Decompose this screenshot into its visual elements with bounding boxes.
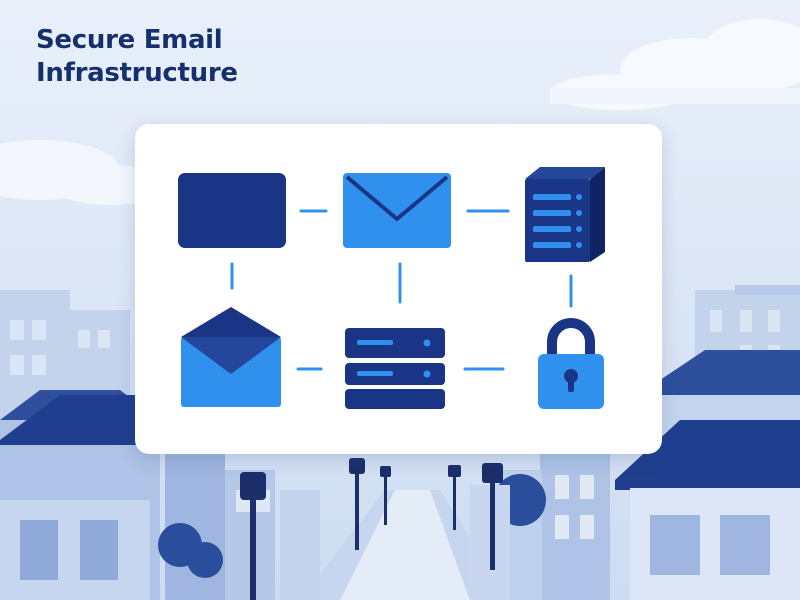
connectors [230, 209, 573, 371]
envelope-open-icon [181, 307, 281, 407]
padlock-icon [538, 318, 604, 409]
cloud-right [550, 19, 800, 110]
server-tower-icon [525, 167, 605, 262]
page-title: Secure Email Infrastructure [36, 24, 356, 90]
title-line-2: Infrastructure [36, 58, 238, 88]
window-icon [178, 173, 286, 248]
server-stack-icon [345, 328, 445, 409]
infrastructure-diagram [178, 167, 605, 409]
envelope-closed-icon [343, 173, 451, 248]
infrastructure-card [135, 124, 662, 454]
street-lamps [240, 458, 503, 600]
right-houses [470, 350, 800, 600]
title-line-1: Secure Email [36, 25, 223, 55]
left-houses [0, 390, 320, 600]
